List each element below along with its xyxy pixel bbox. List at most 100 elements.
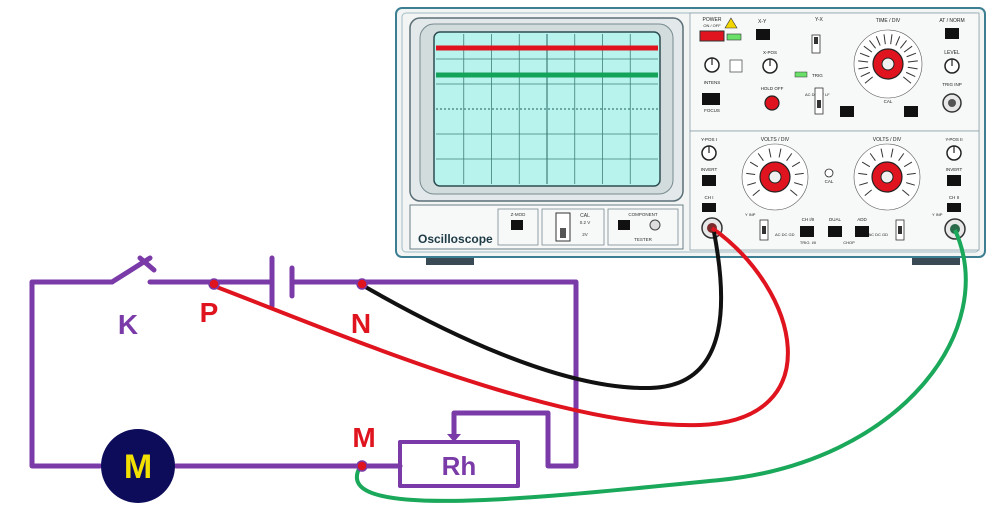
dial-tick xyxy=(778,148,782,158)
dial-tick xyxy=(747,182,756,186)
zmod-box xyxy=(497,208,539,246)
dial-tick xyxy=(905,71,916,77)
voltsdiv1-knob-center xyxy=(768,170,782,184)
rheostat-arrow-icon xyxy=(447,434,461,442)
ypos1-label: Y-POS I xyxy=(701,137,717,142)
green-lead xyxy=(355,229,968,503)
trig-mode-button[interactable] xyxy=(840,106,854,117)
cal-switch[interactable] xyxy=(555,212,571,242)
chop-label: CHOP xyxy=(843,240,855,245)
ch2-label: CH II xyxy=(949,195,959,200)
dial-tick xyxy=(907,66,918,70)
power-sub-label: ON / OFF xyxy=(703,23,721,28)
tester-box xyxy=(607,208,679,246)
dial-tick xyxy=(864,76,874,84)
tester-button[interactable] xyxy=(618,220,630,230)
ch2-button[interactable] xyxy=(947,203,961,212)
dial-tick xyxy=(901,189,910,197)
dial-tick xyxy=(757,153,764,161)
dial-tick xyxy=(883,34,886,45)
xy-button[interactable] xyxy=(756,29,770,40)
power-button[interactable] xyxy=(699,30,725,42)
dial-tick xyxy=(898,153,905,161)
rheostat-rh xyxy=(398,440,520,488)
ch1-button[interactable] xyxy=(702,203,716,212)
point-n-label: N xyxy=(351,308,371,339)
chan-button[interactable] xyxy=(800,226,814,237)
holdoff-label: HOLD OFF xyxy=(761,86,784,91)
motor-label: M xyxy=(124,448,152,486)
dial-tick xyxy=(869,153,876,161)
dual-button[interactable] xyxy=(828,226,842,237)
dial-tick xyxy=(895,36,901,46)
switch-k-hook xyxy=(137,255,157,273)
acdc2-label: AC DC GD xyxy=(868,232,888,237)
tester-socket[interactable] xyxy=(649,219,661,231)
cal-label: CAL xyxy=(580,213,590,219)
scope-foot-left xyxy=(426,256,474,265)
coupling-switch-lever xyxy=(817,100,821,108)
dial-tick xyxy=(858,66,869,70)
level-label: LEVEL xyxy=(944,50,960,56)
cal-box xyxy=(541,208,605,246)
atnorm-label: AT / NORM xyxy=(939,18,964,24)
focus-button[interactable] xyxy=(702,93,720,105)
screen-grid xyxy=(436,34,658,184)
scope-foot-right xyxy=(912,256,960,265)
dial-tick xyxy=(794,172,804,175)
time-var-button[interactable] xyxy=(904,106,918,117)
timediv-cal-label: CAL xyxy=(884,99,893,104)
dial-tick xyxy=(859,182,868,186)
dial-tick xyxy=(749,161,759,168)
point-n xyxy=(356,278,368,290)
black-lead xyxy=(361,231,724,391)
dial-tick xyxy=(789,189,798,197)
component-label: COMPONENT xyxy=(628,212,658,217)
point-m xyxy=(356,460,368,472)
invert2-button[interactable] xyxy=(947,175,961,186)
dial-tick xyxy=(890,34,893,45)
cal-volt2-label: 2V xyxy=(582,232,588,237)
point-p xyxy=(208,278,220,290)
dial-tick xyxy=(794,182,803,186)
cal-switch-lever xyxy=(560,228,566,238)
invert1-label: INVERT xyxy=(701,167,718,172)
invert1-button[interactable] xyxy=(702,175,716,186)
timediv-label: TIME / DIV xyxy=(876,18,901,24)
chan-label: CH I/II xyxy=(802,217,815,222)
add-label: ADD xyxy=(857,217,867,222)
dial-tick xyxy=(860,71,871,77)
focus-label: FOCUS xyxy=(704,108,720,113)
invert2-label: INVERT xyxy=(946,167,963,172)
atnorm-button[interactable] xyxy=(945,28,959,39)
dial-tick xyxy=(906,182,915,186)
add-button[interactable] xyxy=(855,226,869,237)
dial-tick xyxy=(906,172,916,175)
ch1-label: CH I xyxy=(705,195,714,200)
cal-mid-icon xyxy=(824,168,834,178)
dial-tick xyxy=(861,161,871,168)
voltsdiv2-knob-center xyxy=(880,170,894,184)
voltsdiv1-ticks xyxy=(746,148,804,197)
dial-tick xyxy=(786,153,793,161)
dial-tick xyxy=(858,172,868,175)
point-p-label: P xyxy=(200,297,219,328)
trace-rotation-icon[interactable] xyxy=(729,59,743,73)
dial-tick xyxy=(864,189,873,197)
dial-tick xyxy=(859,52,870,58)
holdoff-knob[interactable] xyxy=(764,95,780,111)
voltsdiv1-label: VOLTS / DIV xyxy=(761,137,790,143)
ch1-coupling-lever xyxy=(762,226,766,234)
xpos-label: X-POS xyxy=(763,50,777,55)
trig12-label: TRIG. I/II xyxy=(800,240,816,245)
wire-right-loop xyxy=(289,279,579,469)
cal-mid-label: CAL xyxy=(825,179,834,184)
dial-tick xyxy=(906,52,917,58)
power-label: POWER xyxy=(703,17,722,23)
zmod-button[interactable] xyxy=(511,220,523,230)
voltsdiv2-ticks xyxy=(858,148,916,197)
timediv-ticks xyxy=(858,34,918,84)
red-lead xyxy=(213,226,790,428)
